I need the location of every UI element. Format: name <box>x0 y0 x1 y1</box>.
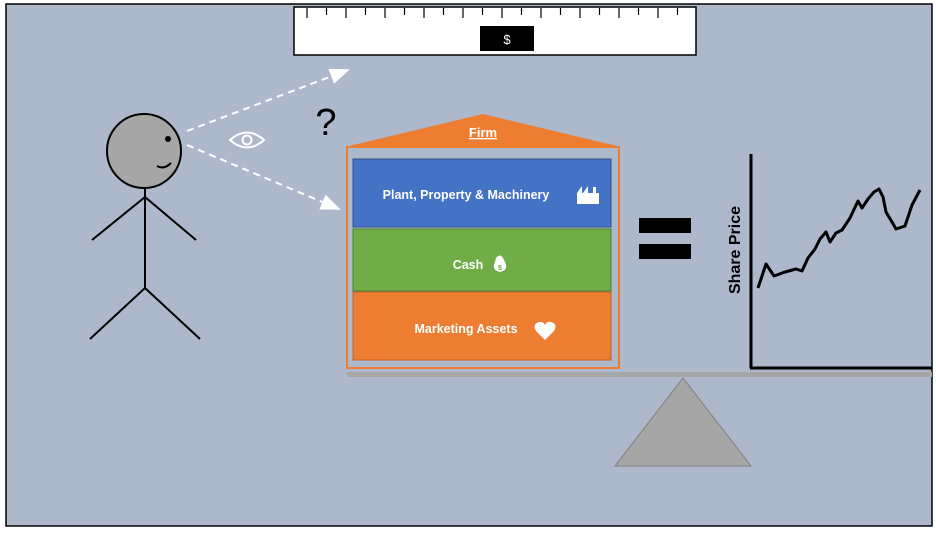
heart-icon <box>534 321 556 340</box>
equals-sign <box>639 218 691 259</box>
seesaw-fulcrum <box>613 377 753 467</box>
asset-block-cash <box>352 228 612 292</box>
person-right-leg <box>144 287 201 340</box>
person-eye <box>165 136 171 142</box>
asset-block-ppm <box>352 158 612 228</box>
sight-arrow-to-price <box>186 68 350 132</box>
person-smile <box>156 162 172 169</box>
ruler-ticks <box>306 8 679 18</box>
asset-label-marketing: Marketing Assets <box>414 322 517 336</box>
sight-arrow-to-firm <box>186 144 341 210</box>
person-left-arm <box>91 196 146 241</box>
price-ruler: $ <box>293 6 697 56</box>
person-left-leg <box>89 287 146 340</box>
money-bag-icon: $ <box>493 255 507 272</box>
price-label-box <box>480 26 534 51</box>
asset-label-ppm: Plant, Property & Machinery <box>383 188 550 202</box>
share-price-line <box>756 187 922 289</box>
chart-ylabel: Share Price <box>727 206 744 294</box>
asset-block-marketing <box>352 291 612 361</box>
seesaw-beam <box>347 372 932 377</box>
price-label: $ <box>503 32 511 47</box>
person-right-arm <box>144 196 197 241</box>
factory-icon <box>577 186 599 204</box>
svg-text:$: $ <box>498 265 502 272</box>
asset-label-cash: Cash <box>453 258 484 272</box>
person-head <box>106 113 182 189</box>
firm-title: Firm <box>469 125 497 140</box>
firm-roof <box>349 114 617 146</box>
question-mark: ? <box>315 102 336 144</box>
firm-building: Firm Plant, Property & Machinery Cash $ … <box>346 114 620 369</box>
firm-outline <box>346 146 620 369</box>
stick-figure <box>89 113 201 340</box>
share-price-chart: Share Price <box>727 154 932 370</box>
eye-icon <box>228 131 266 149</box>
